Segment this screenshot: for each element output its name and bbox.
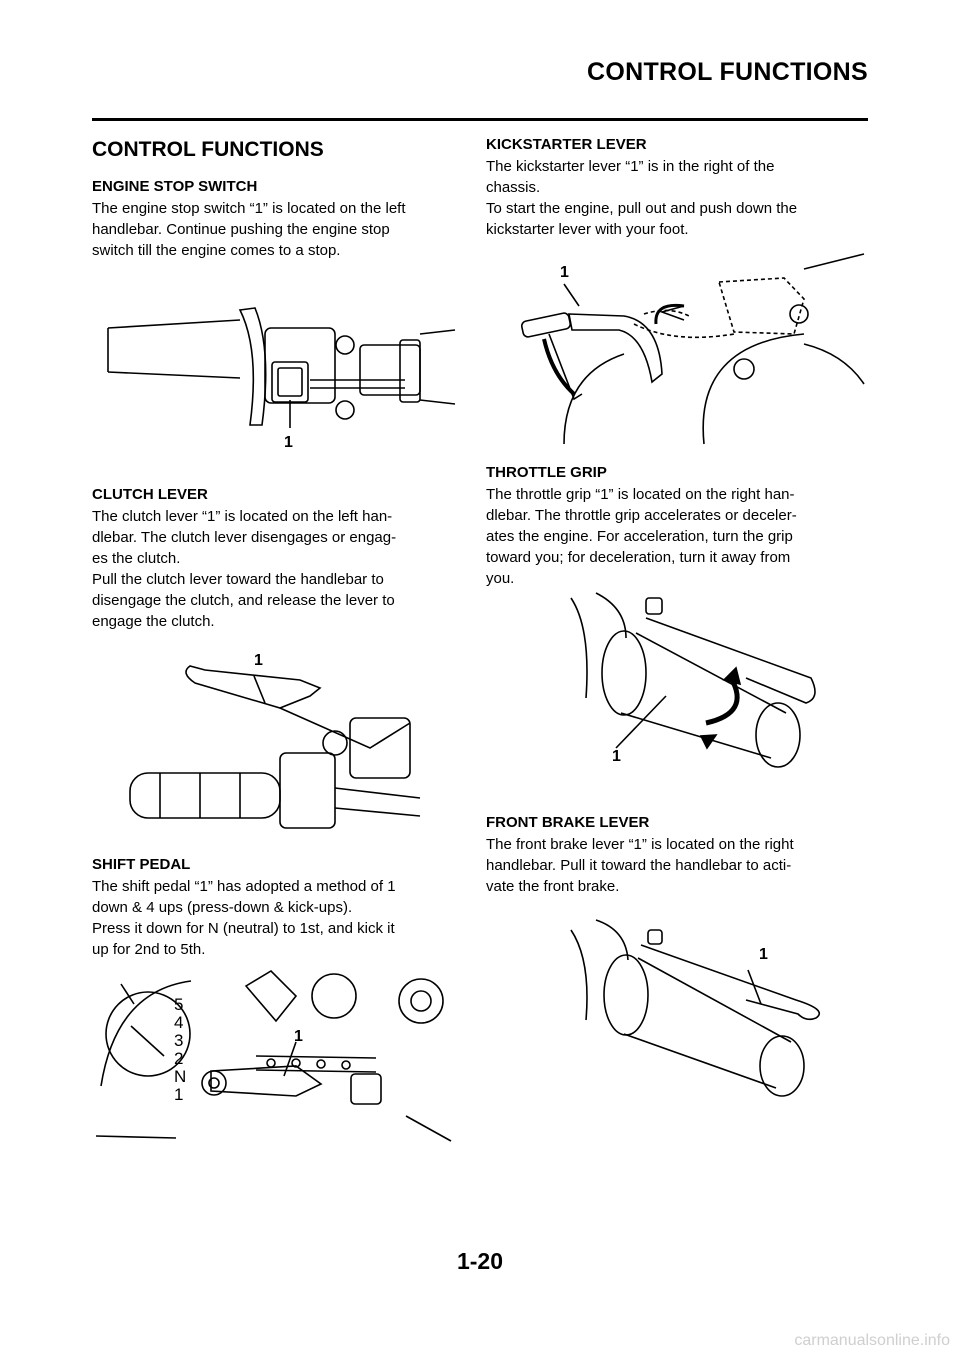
kickstarter-text: The kickstarter lever “1” is in the righ… [486,156,797,240]
page-number: 1-20 [456,1248,504,1274]
shift-pedal-illustration: 1 5 4 3 2 N 1 [96,966,456,1146]
text-line: es the clutch. [92,550,181,567]
kickstarter-heading: KICKSTARTER LEVER [486,136,647,153]
callout-1: 1 [560,264,569,281]
gear-label: 3 [174,1031,184,1050]
front-brake-illustration: 1 [566,910,836,1110]
gear-label: 2 [174,1049,184,1068]
shift-heading: SHIFT PEDAL [92,856,191,873]
running-header: CONTROL FUNCTIONS [586,58,868,86]
text-line: down & 4 ups (press-down & kick-ups). [92,899,353,916]
clutch-heading: CLUTCH LEVER [92,486,208,503]
text-line: dlebar. The clutch lever disengages or e… [92,529,397,546]
gear-labels: 5 4 3 2 N 1 [174,996,186,1104]
throttle-heading: THROTTLE GRIP [486,464,607,481]
text-line: kickstarter lever with your foot. [486,221,689,238]
clutch-text: The clutch lever “1” is located on the l… [92,506,396,632]
gear-label: 5 [174,995,184,1014]
front-brake-heading: FRONT BRAKE LEVER [486,814,650,831]
throttle-text: The throttle grip “1” is located on the … [486,484,797,589]
text-line: chassis. [486,179,541,196]
callout-1: 1 [612,748,621,765]
text-line: The shift pedal “1” has adopted a method… [92,878,396,895]
text-line: The throttle grip “1” is located on the … [486,486,795,503]
front-brake-text: The front brake lever “1” is located on … [486,834,794,897]
text-line: switch till the engine comes to a stop. [92,242,341,259]
text-line: vate the front brake. [486,878,620,895]
text-line: The clutch lever “1” is located on the l… [92,508,393,525]
gear-label: 4 [174,1013,184,1032]
text-line: you. [486,570,515,587]
text-line: Pull the clutch lever toward the handleb… [92,571,384,588]
watermark: carmanualsonline.info [794,1332,950,1349]
text-line: ates the engine. For acceleration, turn … [486,528,793,545]
page-title: CONTROL FUNCTIONS [92,138,324,161]
callout-1: 1 [294,1028,303,1045]
text-line: dlebar. The throttle grip accelerates or… [486,507,797,524]
text-line: To start the engine, pull out and push d… [486,200,798,217]
clutch-illustration: 1 [120,648,440,833]
callout-1: 1 [254,652,263,669]
text-line: toward you; for deceleration, turn it aw… [486,549,791,566]
shift-text: The shift pedal “1” has adopted a method… [92,876,396,960]
gear-label: 1 [174,1085,184,1104]
callout-1: 1 [284,434,293,451]
text-line: handlebar. Continue pushing the engine s… [92,221,390,238]
engine-stop-text: The engine stop switch “1” is located on… [92,198,406,261]
text-line: The front brake lever “1” is located on … [486,836,794,853]
text-line: The engine stop switch “1” is located on… [92,200,406,217]
throttle-illustration: 1 [566,588,836,778]
text-line: Press it down for N (neutral) to 1st, an… [92,920,395,937]
text-line: up for 2nd to 5th. [92,941,206,958]
callout-1: 1 [759,946,768,963]
engine-stop-heading: ENGINE STOP SWITCH [92,178,258,195]
text-line: engage the clutch. [92,613,215,630]
kickstarter-illustration: 1 [504,244,866,449]
header-rule [92,118,868,121]
text-line: The kickstarter lever “1” is in the righ… [486,158,775,175]
text-line: handlebar. Pull it toward the handlebar … [486,857,792,874]
text-line: disengage the clutch, and release the le… [92,592,395,609]
gear-label: N [174,1067,187,1086]
engine-stop-illustration: 1 [100,300,460,465]
